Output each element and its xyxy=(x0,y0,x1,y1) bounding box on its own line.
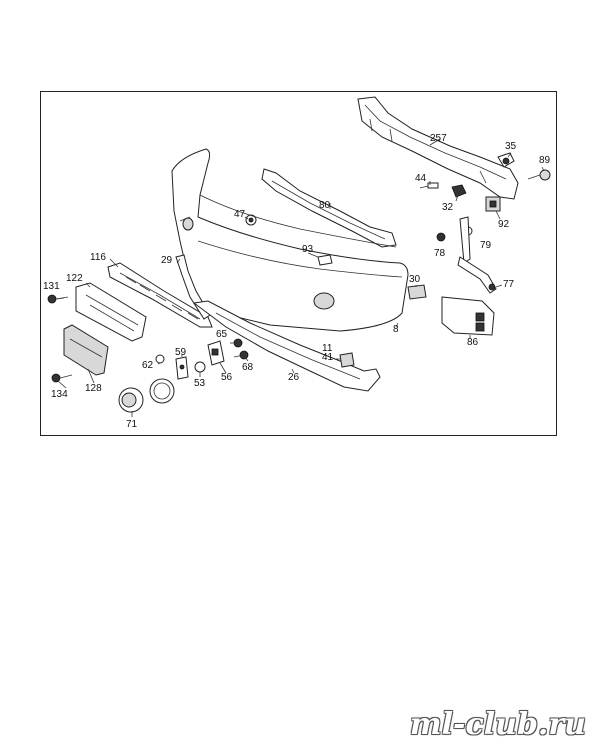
callout-86: 86 xyxy=(467,337,479,348)
callout-41: 41 xyxy=(322,352,334,363)
fog-lamp-part-71 xyxy=(118,378,175,413)
clip-part-30 xyxy=(407,284,427,300)
bolts-65-68 xyxy=(230,338,249,360)
watermark-logo: ml-club.ru xyxy=(409,707,586,742)
callout-257: 257 xyxy=(430,133,447,144)
callout-8: 8 xyxy=(393,324,399,335)
plate-part-122 xyxy=(75,282,147,342)
grille-part-116 xyxy=(107,262,213,328)
bracket-part-78-79 xyxy=(436,216,473,264)
nut-part-32 xyxy=(451,184,467,198)
callout-71: 71 xyxy=(126,419,138,430)
callout-92: 92 xyxy=(498,219,510,230)
callout-26: 26 xyxy=(288,372,300,383)
parts-diagram: 257 35 89 44 32 92 47 80 78 79 93 116 29… xyxy=(43,96,551,430)
callout-65: 65 xyxy=(216,329,228,340)
callout-131: 131 xyxy=(43,281,60,292)
callout-134: 134 xyxy=(51,389,68,400)
part-53 xyxy=(194,361,206,373)
emblem-part-47 xyxy=(245,214,257,226)
callout-89: 89 xyxy=(539,155,551,166)
callout-30: 30 xyxy=(409,274,421,285)
callout-32: 32 xyxy=(442,202,454,213)
callout-128: 128 xyxy=(85,383,102,394)
leader-lines xyxy=(55,138,545,417)
callout-122: 122 xyxy=(66,273,83,284)
callout-79: 79 xyxy=(480,240,492,251)
callout-53: 53 xyxy=(194,378,206,389)
bolt-part-89 xyxy=(527,169,551,181)
cap-part-93 xyxy=(317,254,333,266)
callout-80: 80 xyxy=(319,200,331,211)
callout-11: 11 xyxy=(322,343,333,354)
callout-68: 68 xyxy=(242,362,254,373)
callout-29: 29 xyxy=(161,255,173,266)
callout-116: 116 xyxy=(90,252,106,263)
grille-strip-part-80 xyxy=(261,168,397,248)
screw-part-134 xyxy=(51,373,73,383)
callout-59: 59 xyxy=(175,347,187,358)
callout-56: 56 xyxy=(221,372,233,383)
clip-part-11-41 xyxy=(339,352,355,368)
bumper-cover-part-8 xyxy=(171,148,409,332)
bracket-part-77 xyxy=(457,256,497,294)
callout-44: 44 xyxy=(415,173,427,184)
callout-47: 47 xyxy=(234,209,246,220)
callout-77: 77 xyxy=(503,279,515,290)
callout-93: 93 xyxy=(302,244,314,255)
callout-78: 78 xyxy=(434,248,446,259)
callout-35: 35 xyxy=(505,141,517,152)
callout-labels: 257 35 89 44 32 92 47 80 78 79 93 116 29… xyxy=(43,133,551,430)
clip-part-35 xyxy=(497,152,515,168)
bracket-part-86 xyxy=(441,296,495,336)
pin-part-44 xyxy=(419,182,439,189)
callout-62: 62 xyxy=(142,360,154,371)
bracket-part-92 xyxy=(485,196,501,212)
bumper-reinforcement-part xyxy=(357,96,519,200)
spoiler-part-26 xyxy=(192,300,381,392)
part-56 xyxy=(207,340,225,366)
plate-bracket-part-128 xyxy=(63,324,109,376)
small-parts-62-59 xyxy=(155,354,189,380)
